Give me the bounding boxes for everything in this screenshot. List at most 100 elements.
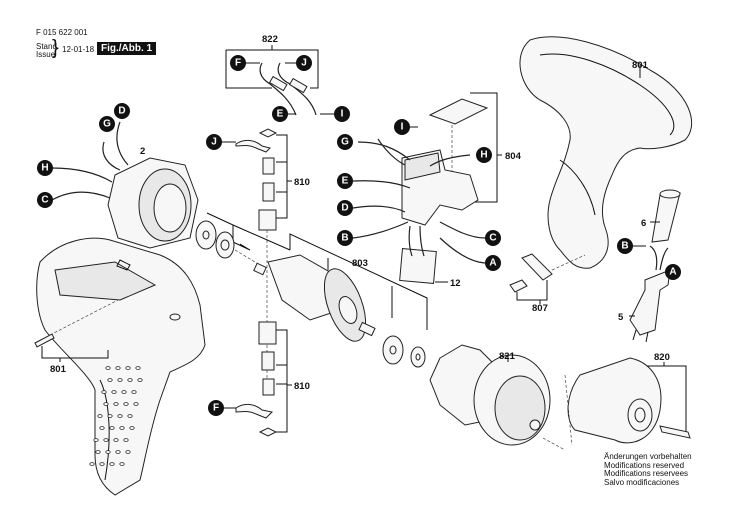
grip-dot: [125, 366, 131, 370]
svg-text:F: F: [235, 58, 241, 69]
svg-text:G: G: [341, 137, 349, 148]
gearbox-821: [429, 344, 566, 451]
stand-label: Stand: [36, 42, 57, 51]
svg-text:D: D: [118, 106, 125, 117]
grip-dot: [113, 402, 119, 406]
connector-H-switch: H: [476, 147, 492, 163]
grip-dot: [121, 390, 127, 394]
svg-text:C: C: [489, 233, 496, 244]
grip-dot: [117, 378, 123, 382]
note-de: Änderungen vorbehalten: [604, 452, 692, 461]
grip-dot: [119, 462, 125, 466]
housing-left-801: [34, 237, 206, 496]
grip-dot: [127, 378, 133, 382]
connector-F-822: F: [230, 55, 246, 71]
issue-date: 12-01-18: [62, 45, 95, 54]
label-821: 821: [499, 351, 516, 362]
label-801-left: 801: [50, 364, 67, 375]
svg-text:J: J: [211, 137, 217, 148]
note-es: Salvo modificaciones: [604, 477, 680, 487]
grip-dot: [101, 390, 107, 394]
label-807: 807: [532, 303, 548, 314]
connector-E-switch: E: [337, 173, 353, 189]
grip-dot: [133, 402, 139, 406]
connector-J-822: J: [296, 55, 312, 71]
grip-dot: [129, 426, 135, 430]
issue-label: Issue: [36, 50, 56, 59]
grip-dot: [109, 426, 115, 430]
label-820: 820: [654, 352, 670, 363]
label-810-top: 810: [294, 177, 310, 188]
grip-dot: [105, 450, 111, 454]
svg-text:E: E: [277, 109, 284, 120]
connector-B-cord: B: [617, 238, 633, 254]
grip-dot: [115, 366, 121, 370]
label-12: 12: [450, 278, 461, 289]
label-801-right: 801: [632, 60, 649, 71]
label-2: 2: [140, 146, 145, 157]
switch-804: [352, 92, 502, 284]
connector-E-822: E: [272, 106, 288, 122]
grip-texture-dots: [89, 366, 143, 466]
svg-text:F: F: [213, 403, 219, 414]
grip-dot: [109, 462, 115, 466]
svg-text:G: G: [103, 119, 111, 130]
connector-A-switch: A: [485, 255, 501, 271]
grip-dot: [99, 426, 105, 430]
label-5: 5: [618, 312, 624, 323]
brush-set-810-bottom: [222, 321, 292, 437]
label-804: 804: [505, 151, 522, 162]
grip-dot: [95, 450, 101, 454]
connector-I-switch: I: [394, 119, 410, 135]
note-en: Modifications reserved: [604, 460, 685, 470]
svg-text:C: C: [41, 195, 48, 206]
svg-text:B: B: [621, 241, 628, 252]
figure-label: Fig./Abb. 1: [97, 42, 157, 55]
svg-text:A: A: [669, 267, 676, 278]
grip-dot: [117, 414, 123, 418]
grip-dot: [107, 378, 113, 382]
svg-text:E: E: [342, 176, 349, 187]
svg-text:H: H: [480, 150, 487, 161]
connector-J-brush: J: [206, 134, 222, 150]
grip-dot: [105, 366, 111, 370]
svg-text:I: I: [401, 122, 404, 133]
grip-dot: [103, 402, 109, 406]
connector-D-stator: D: [114, 103, 130, 119]
grip-dot: [123, 402, 129, 406]
svg-text:H: H: [41, 163, 48, 174]
connector-H-stator: H: [37, 160, 53, 176]
label-6: 6: [641, 218, 646, 229]
brace-icon: }: [52, 37, 59, 59]
grip-dot: [125, 450, 131, 454]
power-cord-plug-5: [629, 245, 671, 343]
grip-dot: [137, 378, 143, 382]
connector-A-cord: A: [665, 264, 681, 280]
housing-right-801: [519, 36, 693, 269]
connector-B-switch: B: [337, 230, 353, 246]
note-fr: Modifications reservees: [604, 469, 689, 478]
grip-dot: [97, 414, 103, 418]
connector-I-822: I: [334, 106, 350, 122]
part-number: F 015 622 001: [36, 28, 88, 37]
svg-text:A: A: [489, 258, 496, 269]
connector-F-brush: F: [208, 400, 224, 416]
grip-dot: [113, 438, 119, 442]
grip-dot: [131, 390, 137, 394]
connector-G-stator: G: [99, 116, 115, 132]
label-822: 822: [262, 34, 278, 45]
connector-D-switch: D: [337, 200, 353, 216]
grip-dot: [89, 462, 95, 466]
grip-dot: [135, 366, 141, 370]
svg-text:B: B: [341, 233, 348, 244]
connector-C-stator: C: [37, 192, 53, 208]
label-803: 803: [352, 258, 368, 269]
chuck-820: [564, 357, 691, 446]
brush-set-810-top: [220, 128, 292, 380]
stator-2: [51, 121, 199, 249]
grip-dot: [123, 438, 129, 442]
svg-text:D: D: [341, 203, 348, 214]
grip-dot: [99, 462, 105, 466]
connector-C-switch: C: [485, 230, 501, 246]
